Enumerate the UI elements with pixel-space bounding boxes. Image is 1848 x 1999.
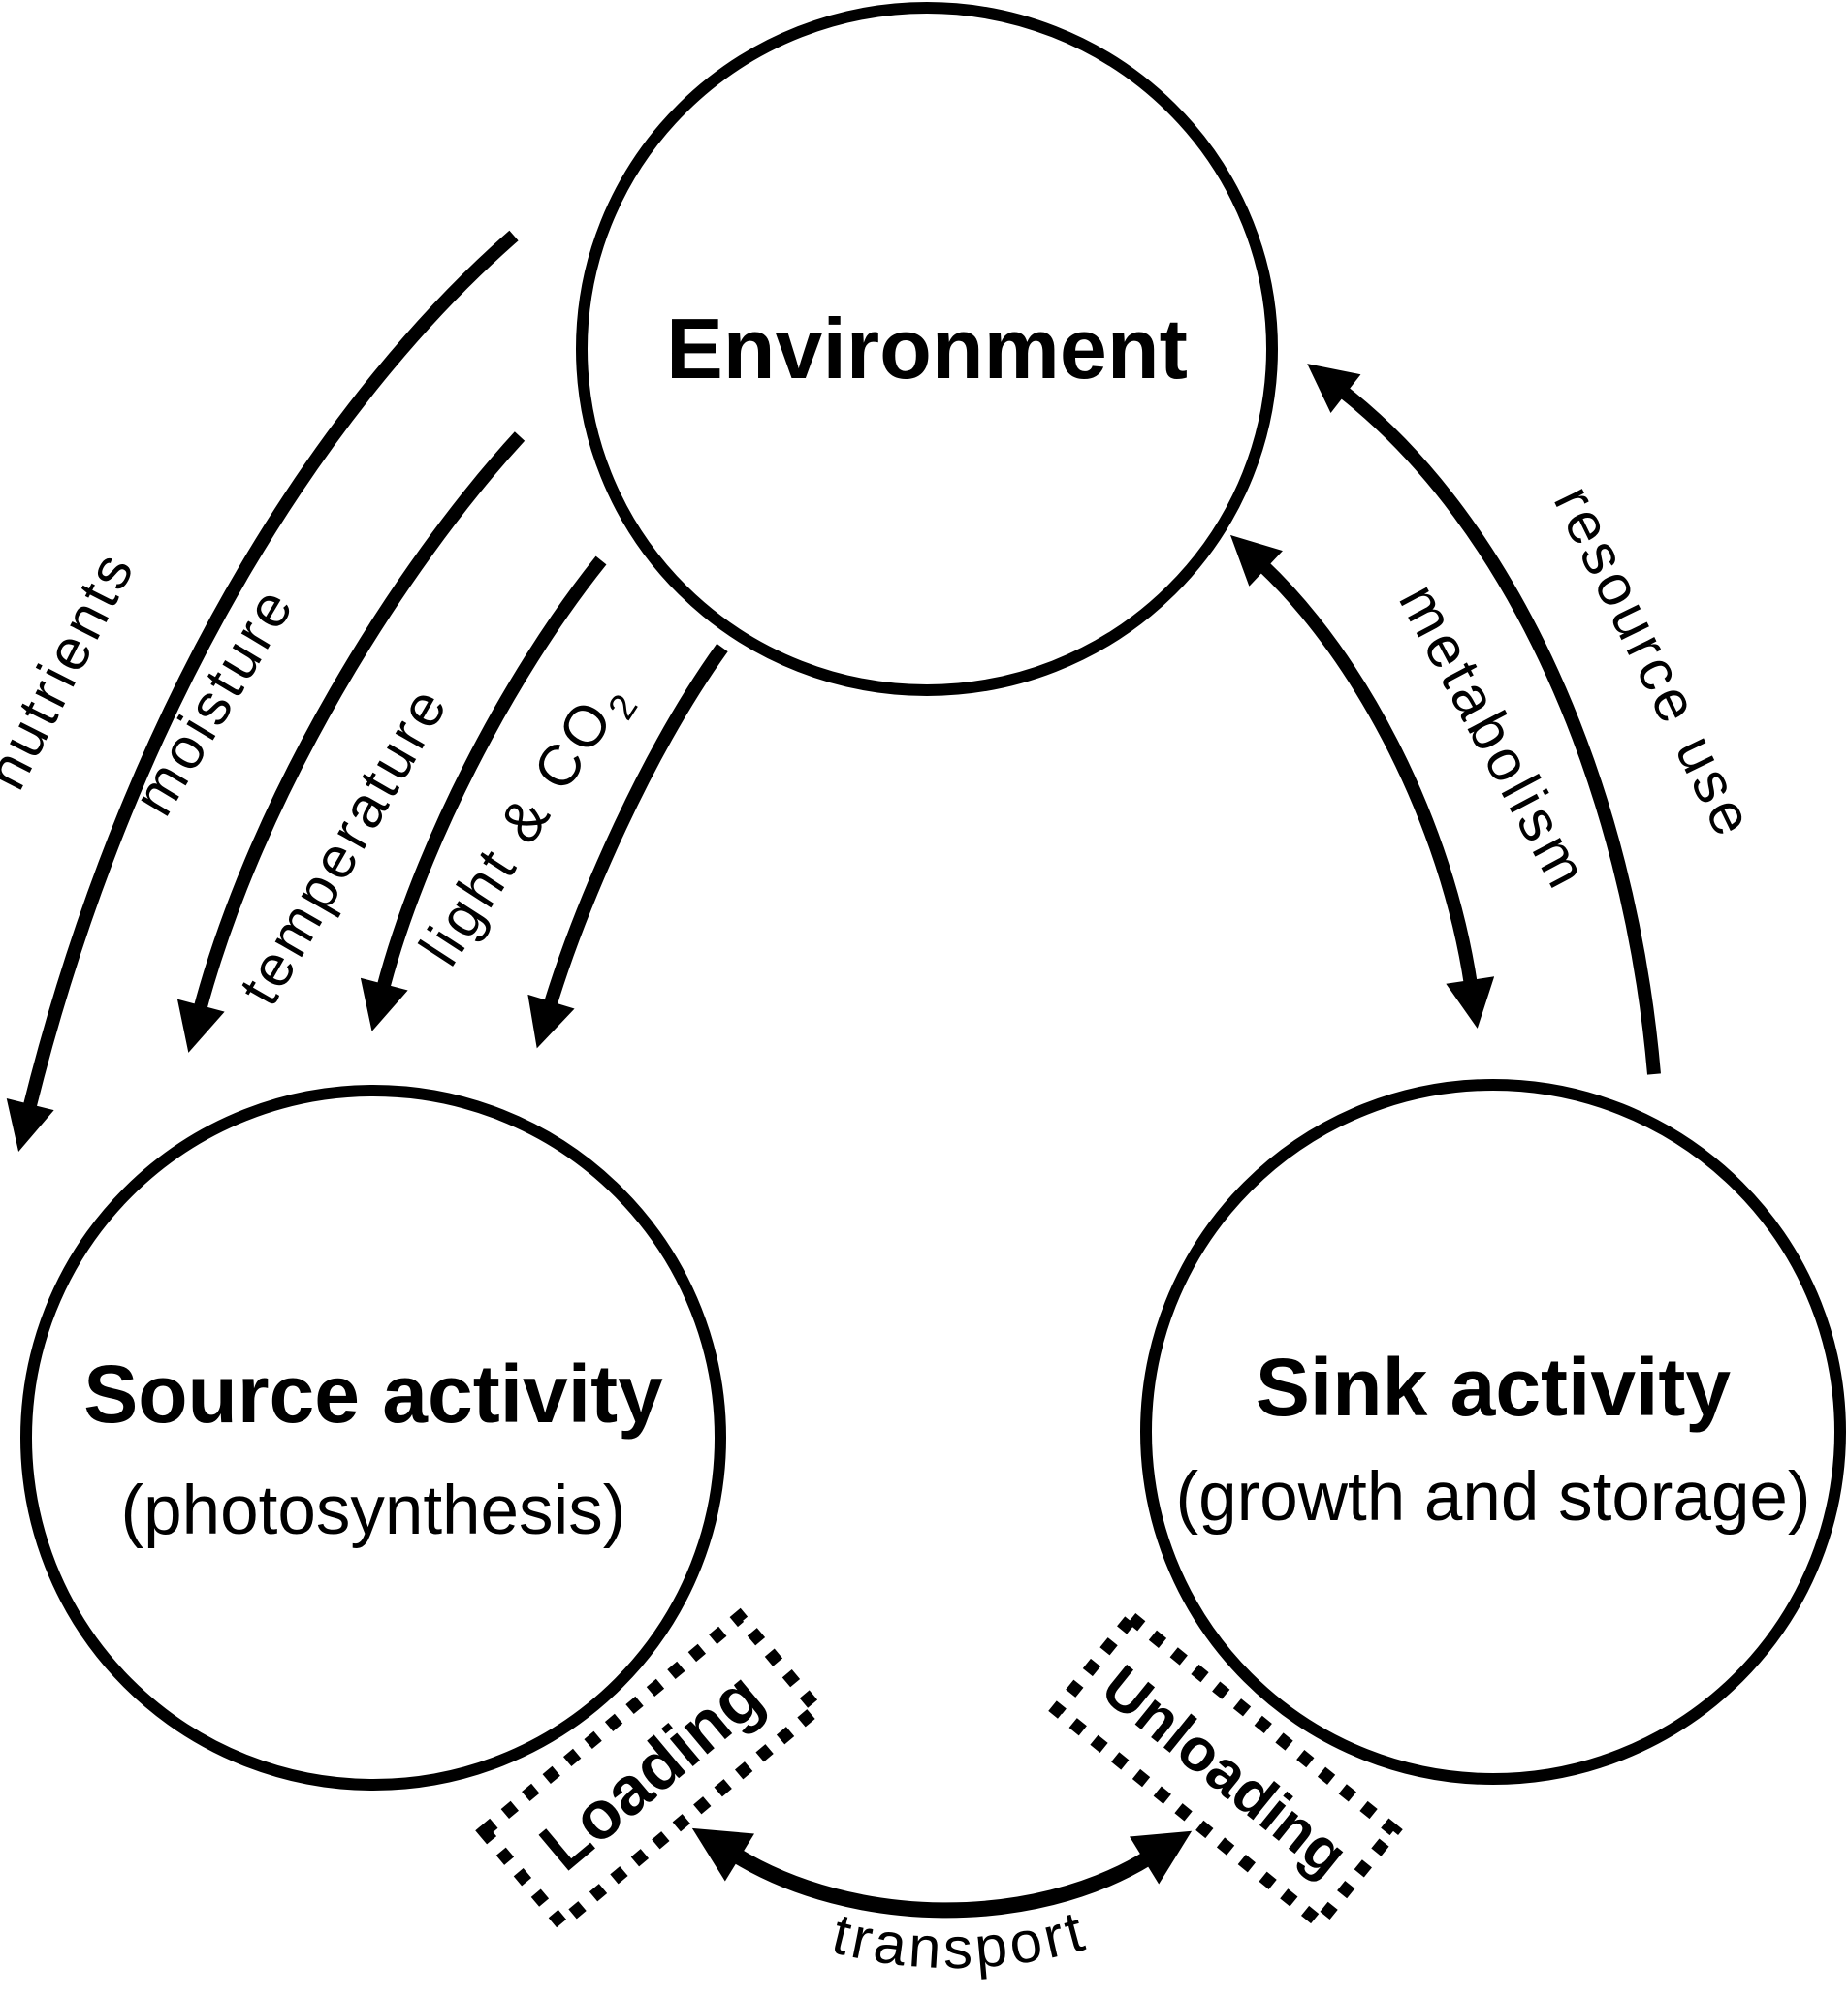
- resource-use-label: resource use: [1542, 476, 1768, 848]
- sink-activity-node: Sink activity (growth and storage): [1140, 1079, 1846, 1785]
- source-title: Source activity: [83, 1349, 663, 1440]
- nutrients-label: nutrients: [0, 540, 147, 800]
- source-activity-node: Source activity (photosynthesis): [20, 1085, 726, 1791]
- temperature-arrow: [360, 555, 607, 1031]
- resource-use-arrow: [1307, 364, 1661, 1075]
- environment-title: Environment: [666, 301, 1188, 397]
- sink-circle: [1140, 1079, 1846, 1785]
- light-co2-arrow: [527, 643, 728, 1049]
- sink-subtitle: (growth and storage): [1175, 1459, 1810, 1536]
- sink-title: Sink activity: [1256, 1342, 1732, 1433]
- metabolism-arrow: [1229, 534, 1495, 1029]
- source-circle: [20, 1085, 726, 1791]
- moisture-arrow: [176, 431, 526, 1053]
- loading-box-border: [475, 1607, 826, 1933]
- environment-circle: [576, 2, 1278, 696]
- sink-environment-arrows: metabolism resource use: [1229, 364, 1768, 1075]
- transport-flow: transport: [691, 1827, 1193, 1981]
- nutrients-arrow: [6, 230, 519, 1153]
- source-subtitle: (photosynthesis): [121, 1473, 626, 1549]
- unloading-box-border: [1048, 1608, 1403, 1932]
- environment-node: Environment: [576, 2, 1278, 696]
- transport-arrow: [691, 1827, 1193, 1919]
- metabolism-label: metabolism: [1386, 574, 1602, 902]
